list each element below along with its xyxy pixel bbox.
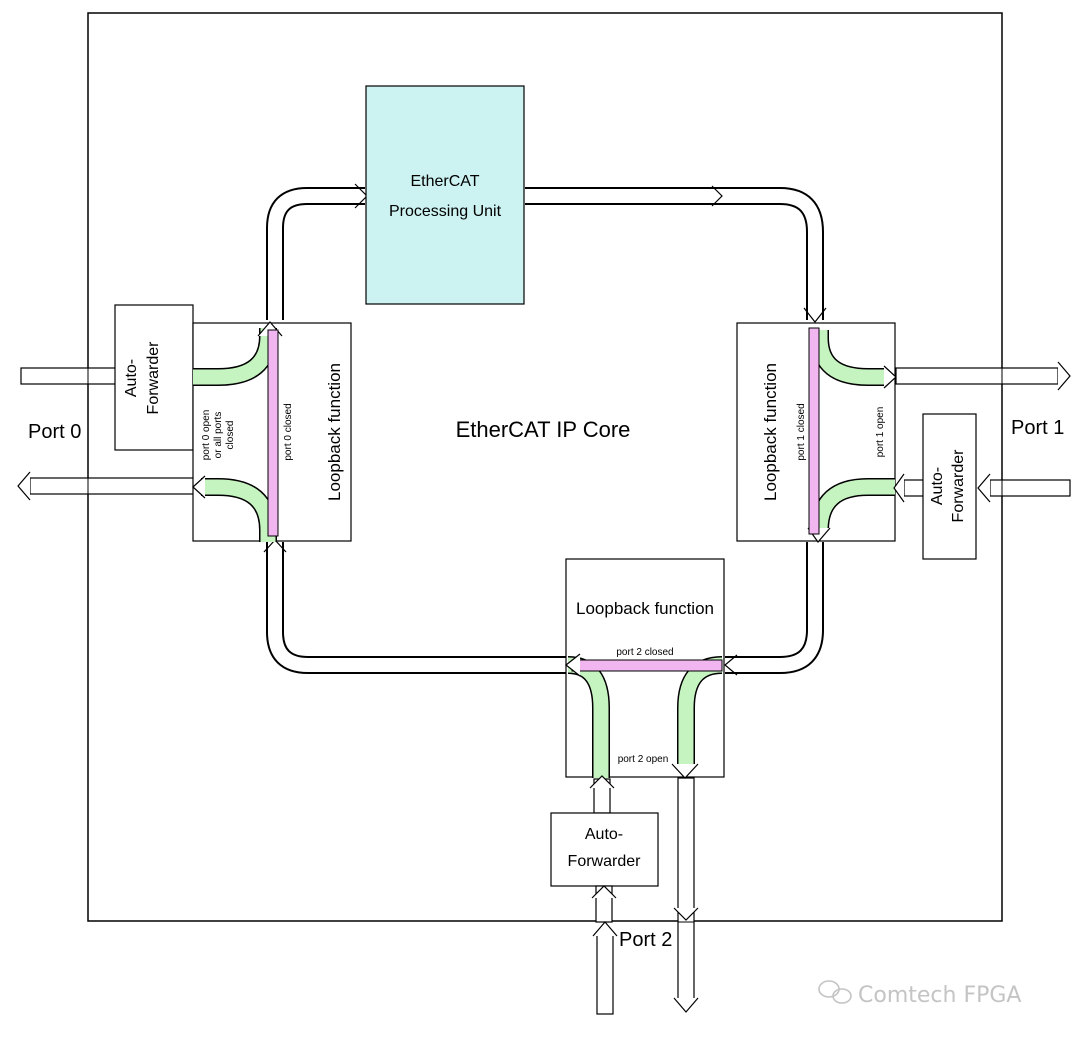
ring-bus bbox=[266, 187, 824, 674]
processing-unit-title: EtherCAT bbox=[410, 173, 479, 190]
port2-input-arrow bbox=[591, 885, 618, 1015]
port2-autoforwarder-line1: Auto- bbox=[585, 826, 623, 843]
port1-closed-path bbox=[808, 327, 820, 535]
port0-autoforwarder-line2: Forwarder bbox=[145, 341, 162, 415]
watermark-text: Comtech FPGA bbox=[858, 983, 1021, 1008]
wechat-icon bbox=[818, 980, 852, 1004]
port0-closed-label: port 0 closed bbox=[283, 403, 294, 460]
port2-closed-label: port 2 closed bbox=[616, 647, 673, 658]
port2-label: Port 2 bbox=[619, 929, 672, 951]
port0-label: Port 0 bbox=[28, 421, 81, 443]
processing-unit-box bbox=[365, 85, 525, 305]
port1-loopback-label: Loopback function bbox=[761, 363, 780, 501]
port2-loopback-label: Loopback function bbox=[576, 599, 714, 618]
port2-upstream-link bbox=[589, 775, 615, 814]
port1-output-arrow bbox=[895, 361, 1071, 391]
processing-unit-subtitle: Processing Unit bbox=[389, 203, 502, 220]
port1-open-label: port 1 open bbox=[875, 407, 886, 458]
port1-label: Port 1 bbox=[1011, 417, 1064, 439]
port1-autoforwarder-line2: Forwarder bbox=[950, 449, 967, 523]
port2-output-arrow bbox=[671, 763, 699, 1013]
port1-closed-label: port 1 closed bbox=[796, 403, 807, 460]
port1-open-path bbox=[807, 330, 897, 543]
port2-open-label: port 2 open bbox=[618, 754, 669, 765]
watermark: Comtech FPGA bbox=[818, 980, 1021, 1008]
port1-input-arrow bbox=[893, 473, 1071, 503]
port0-open-line2: or all ports bbox=[213, 412, 224, 459]
port0-autoforwarder-box bbox=[114, 304, 194, 451]
port2-autoforwarder-box bbox=[550, 812, 659, 887]
port0-open-line1: port 0 open bbox=[201, 410, 212, 461]
port0-closed-path bbox=[267, 329, 279, 537]
port0-open-line3: closed bbox=[225, 421, 236, 450]
port2-closed-path bbox=[565, 653, 723, 677]
core-label: EtherCAT IP Core bbox=[456, 417, 631, 442]
port2-autoforwarder-line2: Forwarder bbox=[568, 853, 642, 870]
port0-loopback-label: Loopback function bbox=[325, 363, 344, 501]
port1-autoforwarder-box bbox=[922, 413, 977, 560]
port1-autoforwarder-line1: Auto- bbox=[929, 467, 946, 505]
port0-autoforwarder-line1: Auto- bbox=[123, 359, 140, 397]
